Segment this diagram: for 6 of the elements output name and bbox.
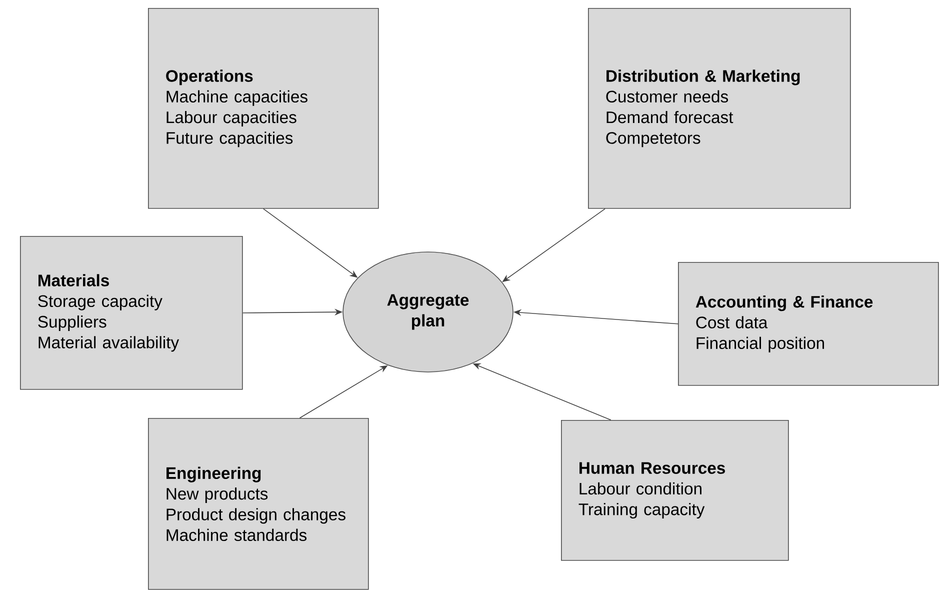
text-box: Materials Storage capacity Suppliers Material availability: [20, 236, 243, 390]
text-box: Operations Machine capacities Labour capacities Future capacities: [148, 8, 379, 209]
text-box: Accounting & Finance Cost data Financial position: [678, 262, 939, 386]
text-box: Engineering New products Product design changes Machine standards: [148, 418, 369, 590]
text-box: Distribution & Marketing Customer needs Demand forecast Competetors: [588, 8, 851, 209]
text-box: Human Resources Labour condition Training capacity: [561, 420, 789, 561]
